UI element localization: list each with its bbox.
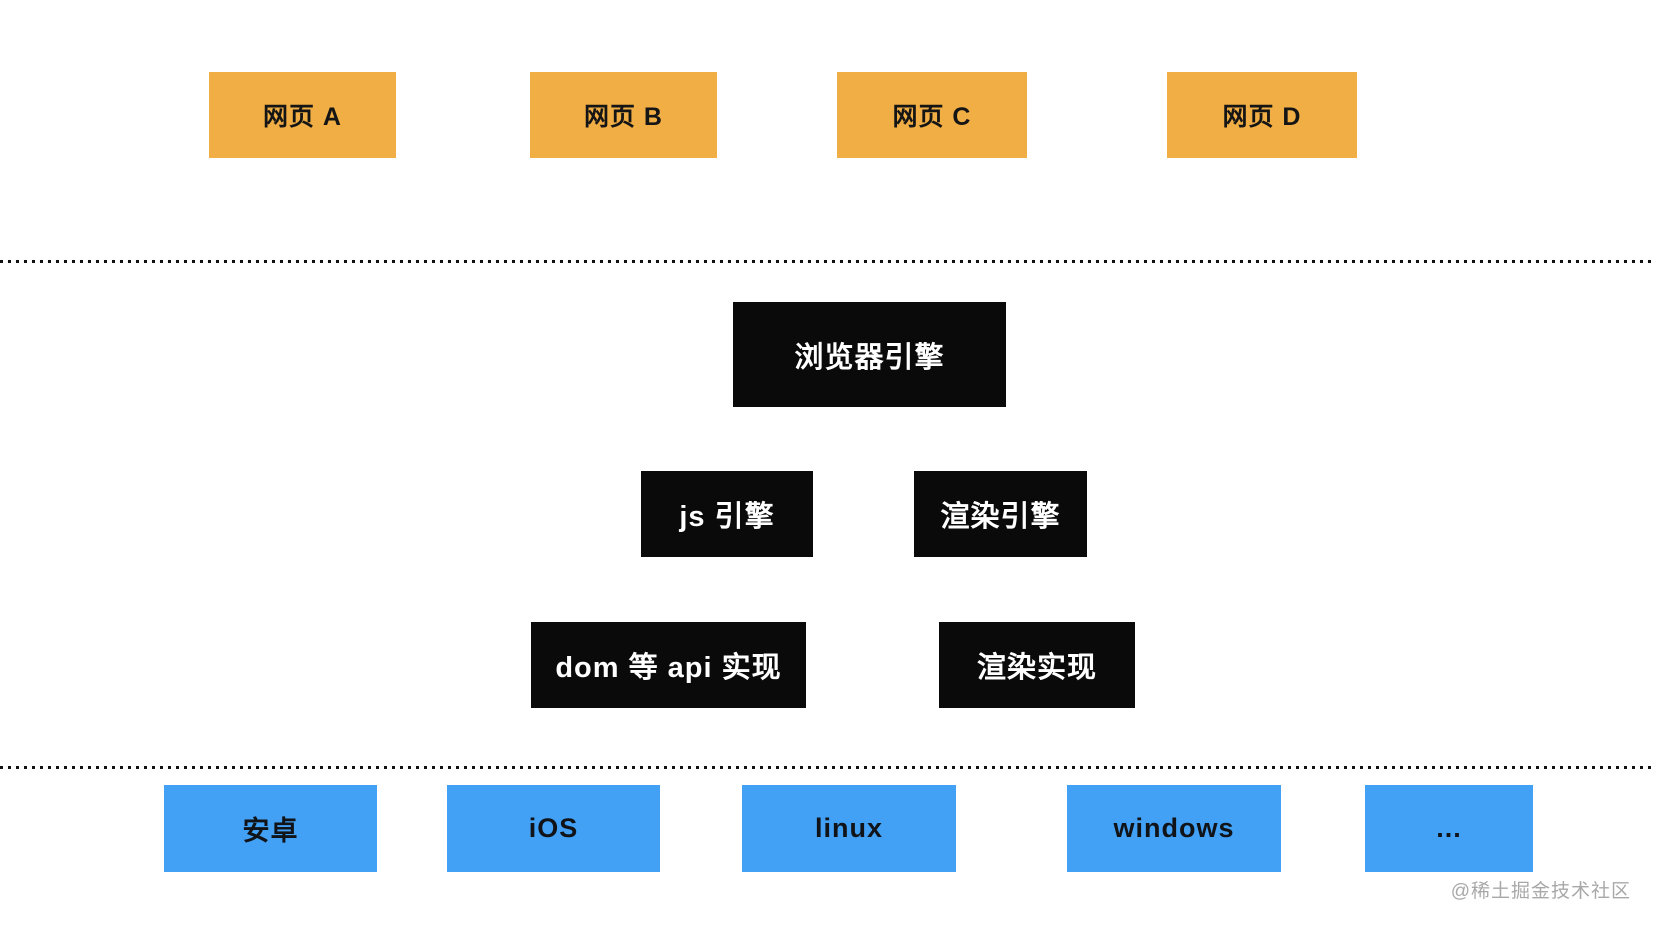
- render-engine-box: 渲染引擎: [914, 471, 1087, 557]
- webpage-b-box: 网页 B: [530, 72, 717, 158]
- webpage-a-box: 网页 A: [209, 72, 396, 158]
- js-engine-box: js 引擎: [641, 471, 813, 557]
- platform-android-box: 安卓: [164, 785, 377, 872]
- watermark: @稀土掘金技术社区: [1450, 881, 1631, 902]
- browser-engine-box: 浏览器引擎: [733, 302, 1006, 407]
- platform-more-box: ...: [1365, 785, 1533, 872]
- render-impl-box: 渲染实现: [939, 622, 1135, 708]
- webpage-c-box: 网页 C: [837, 72, 1027, 158]
- dotted-separator-top: [0, 260, 1656, 263]
- dotted-separator-bottom: [0, 766, 1656, 769]
- platform-ios-box: iOS: [447, 785, 660, 872]
- webpage-d-box: 网页 D: [1167, 72, 1357, 158]
- dom-api-impl-box: dom 等 api 实现: [531, 622, 806, 708]
- platform-linux-box: linux: [742, 785, 956, 872]
- platform-windows-box: windows: [1067, 785, 1281, 872]
